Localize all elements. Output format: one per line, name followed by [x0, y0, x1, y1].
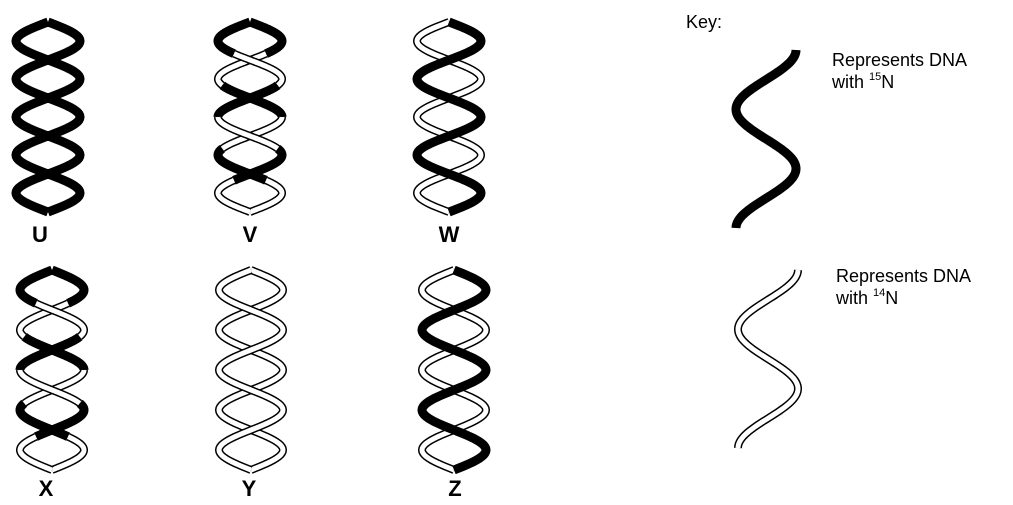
strand-b [11, 17, 85, 217]
strand-b-segment [232, 49, 287, 89]
key-heavy-prefix: with [831, 72, 869, 92]
strand-b-segment [214, 116, 281, 152]
strand-a-segment [219, 116, 286, 152]
strand-b-segment [213, 81, 281, 118]
key-heavy-strand [731, 49, 801, 229]
key-light-strand [733, 269, 803, 449]
strand-a-segment [248, 176, 287, 216]
strand-b [213, 17, 287, 216]
helix-group [11, 17, 491, 475]
strand-a-segment [219, 81, 287, 118]
dna-helix-w [412, 17, 486, 217]
label-u: U [32, 222, 48, 247]
strand-b [412, 18, 486, 216]
key-heavy-suffix: N [881, 72, 894, 92]
strand-a [417, 265, 491, 475]
dna-helix-u [11, 17, 85, 217]
strand-b [15, 265, 89, 474]
strand-a-segment [21, 369, 88, 407]
strand-b-segment [16, 369, 83, 407]
label-y: Y [242, 476, 257, 501]
strand-a [11, 17, 85, 217]
strand-b-segment [15, 265, 54, 308]
key-strand-group [731, 49, 803, 449]
key-light-line2: with 14N [835, 287, 898, 308]
label-x: X [39, 476, 54, 501]
label-w: W [439, 222, 460, 247]
strand-b-segment [232, 145, 287, 185]
strand-a [15, 265, 89, 474]
key-light-prefix: with [835, 288, 873, 308]
key-heavy-line1: Represents DNA [832, 50, 967, 70]
key-title: Key: [686, 12, 722, 32]
strand-b-segment [213, 176, 252, 216]
strand-a [214, 266, 288, 474]
strand-b-segment [34, 299, 89, 340]
strand-a-segment [50, 433, 89, 474]
dna-helix-x [15, 265, 89, 474]
key-heavy-superscript: 15 [869, 71, 881, 83]
dna-helix-v [213, 17, 287, 216]
strand-b-segment [15, 333, 83, 371]
strand-b-segment [34, 399, 89, 441]
key-light-superscript: 14 [873, 287, 885, 299]
dna-helix-y [214, 266, 288, 474]
key-heavy-line2: with 15N [831, 71, 894, 92]
strand-b-segment [15, 433, 54, 474]
strand-a [412, 17, 486, 217]
label-v: V [243, 222, 258, 247]
label-z: Z [448, 476, 461, 501]
dna-helix-z [417, 265, 491, 475]
strand-a-segment [50, 265, 89, 308]
key-light-suffix: N [885, 288, 898, 308]
strand-b [417, 266, 491, 474]
strand-b-segment [213, 17, 252, 58]
strand-b [214, 266, 288, 474]
key-light-line1: Represents DNA [836, 266, 971, 286]
strand-a-segment [21, 333, 89, 371]
strand-a-segment [248, 17, 287, 58]
